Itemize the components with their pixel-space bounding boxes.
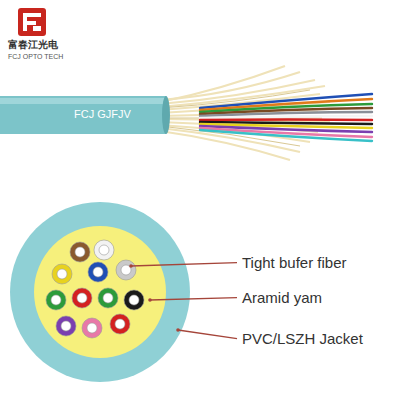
- logo-english-name: FCJ OPTO TECH: [8, 53, 63, 61]
- leader-dot: [148, 298, 152, 302]
- cable-sheath: [0, 96, 166, 134]
- cable-print: FCJ GJFJV: [74, 108, 131, 121]
- fibre-sections: [46, 240, 144, 338]
- sheath-cut-end: [162, 96, 170, 134]
- sheath-highlight: [0, 98, 166, 104]
- jacket-section: [10, 202, 190, 382]
- leader-line: [150, 298, 237, 300]
- leader-dot: [176, 328, 180, 332]
- part-label: Aramid yam: [242, 289, 322, 306]
- coloured-fibres: [200, 94, 372, 141]
- part-label: PVC/LSZH Jacket: [242, 330, 363, 347]
- leader-line: [131, 263, 237, 266]
- logo-chinese-name: 富春江光电: [8, 39, 58, 51]
- logo-mark: [18, 8, 46, 36]
- leader-dot: [129, 264, 133, 268]
- aramid-section: [34, 226, 166, 358]
- part-label: Tight bufer fiber: [242, 254, 347, 271]
- leader-line: [178, 330, 237, 339]
